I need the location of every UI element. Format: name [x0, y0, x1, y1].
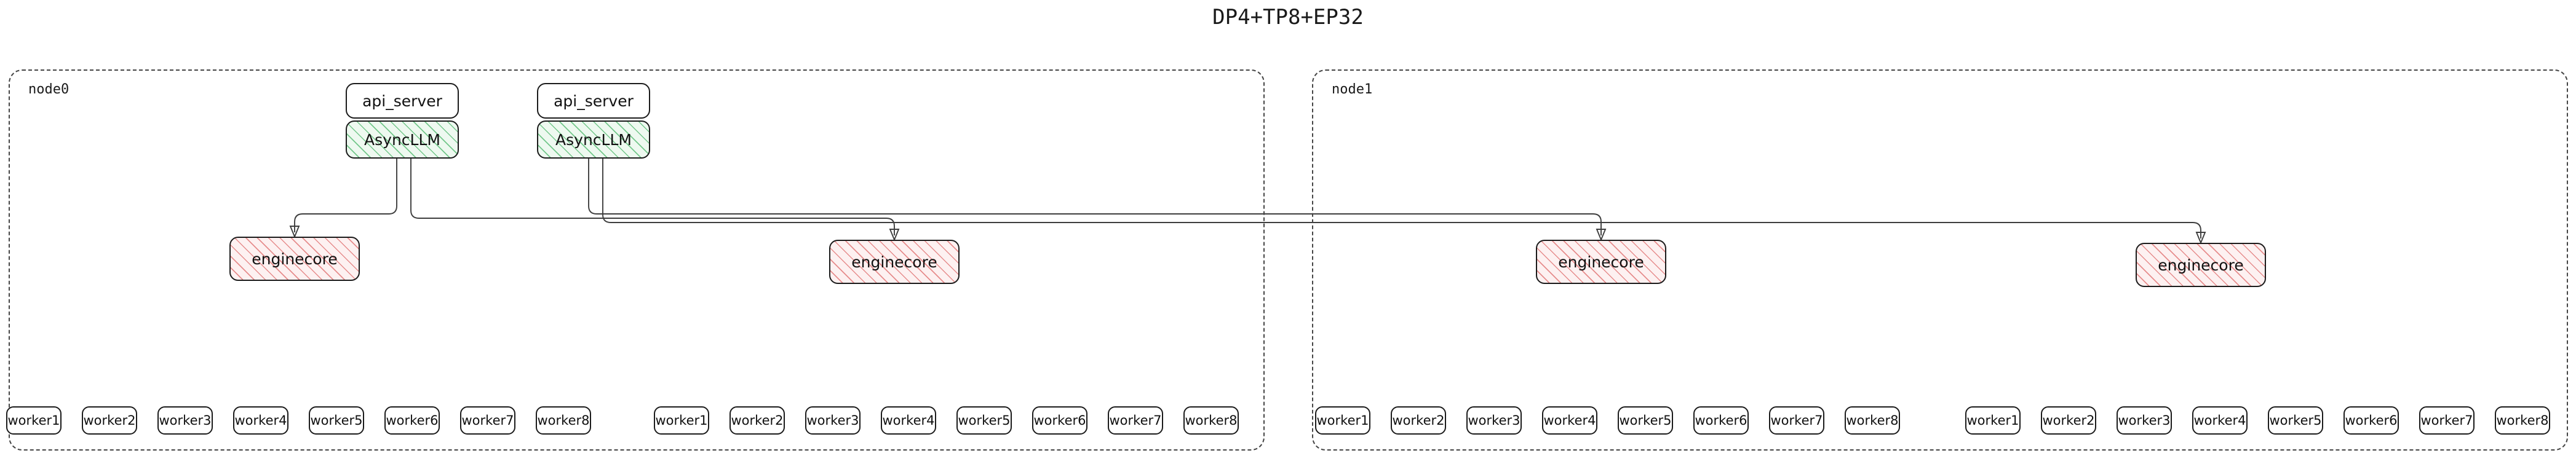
cluster-label-node0: node0: [28, 82, 70, 97]
worker-box-node1-g1-2[interactable]: worker2: [2041, 406, 2096, 435]
worker-label: worker2: [1392, 413, 1445, 428]
enginecore-box-node1-0[interactable]: enginecore: [1536, 240, 1666, 284]
worker-label: worker8: [537, 413, 590, 428]
worker-box-node1-g0-8[interactable]: worker8: [1845, 406, 1900, 435]
worker-box-node0-g1-4[interactable]: worker4: [881, 406, 936, 435]
worker-label: worker7: [461, 413, 514, 428]
worker-box-node0-g1-7[interactable]: worker7: [1108, 406, 1163, 435]
worker-box-node1-g1-8[interactable]: worker8: [2495, 406, 2550, 435]
cluster-label-node1: node1: [1332, 82, 1373, 97]
enginecore-label-node1-1: enginecore: [2158, 256, 2244, 274]
cluster-node1: node1: [1312, 69, 2568, 451]
worker-label: worker1: [7, 413, 60, 428]
worker-label: worker6: [1033, 413, 1086, 428]
worker-label: worker4: [234, 413, 287, 428]
worker-box-node0-g0-7[interactable]: worker7: [460, 406, 515, 435]
worker-label: worker1: [1966, 413, 2019, 428]
api-server-box-0[interactable]: api_server: [346, 83, 459, 119]
worker-box-node0-g0-1[interactable]: worker1: [6, 406, 62, 435]
worker-label: worker4: [1543, 413, 1596, 428]
worker-box-node1-g1-4[interactable]: worker4: [2192, 406, 2248, 435]
worker-box-node0-g0-8[interactable]: worker8: [536, 406, 591, 435]
worker-label: worker6: [2345, 413, 2398, 428]
api-server-label-0: api_server: [362, 92, 442, 110]
api-server-label-1: api_server: [554, 92, 634, 110]
asyncllm-box-0[interactable]: AsyncLLM: [346, 120, 459, 159]
enginecore-label-node0-1: enginecore: [851, 253, 937, 271]
worker-box-node0-g1-5[interactable]: worker5: [956, 406, 1012, 435]
worker-label: worker7: [1770, 413, 1823, 428]
worker-label: worker3: [2118, 413, 2171, 428]
worker-label: worker6: [386, 413, 439, 428]
enginecore-label-node0-0: enginecore: [252, 250, 338, 268]
worker-box-node1-g1-6[interactable]: worker6: [2343, 406, 2399, 435]
worker-box-node0-g0-6[interactable]: worker6: [384, 406, 440, 435]
worker-box-node1-g0-1[interactable]: worker1: [1315, 406, 1370, 435]
worker-label: worker2: [731, 413, 784, 428]
worker-box-node0-g0-2[interactable]: worker2: [82, 406, 137, 435]
page-title: DP4+TP8+EP32: [1212, 5, 1364, 30]
worker-box-node1-g1-5[interactable]: worker5: [2268, 406, 2323, 435]
enginecore-label-node1-0: enginecore: [1558, 253, 1644, 271]
worker-label: worker1: [655, 413, 708, 428]
worker-box-node0-g0-5[interactable]: worker5: [309, 406, 364, 435]
worker-box-node1-g0-7[interactable]: worker7: [1769, 406, 1824, 435]
worker-label: worker6: [1695, 413, 1747, 428]
worker-box-node1-g1-7[interactable]: worker7: [2419, 406, 2475, 435]
worker-label: worker5: [1619, 413, 1672, 428]
worker-label: worker3: [1468, 413, 1521, 428]
worker-box-node1-g0-3[interactable]: worker3: [1466, 406, 1522, 435]
worker-box-node0-g1-2[interactable]: worker2: [729, 406, 785, 435]
worker-box-node1-g0-5[interactable]: worker5: [1618, 406, 1673, 435]
worker-label: worker8: [2496, 413, 2549, 428]
worker-label: worker5: [2269, 413, 2322, 428]
worker-label: worker8: [1846, 413, 1899, 428]
asyncllm-label-0: AsyncLLM: [364, 130, 440, 149]
asyncllm-box-1[interactable]: AsyncLLM: [537, 120, 650, 159]
worker-label: worker5: [958, 413, 1011, 428]
enginecore-box-node0-1[interactable]: enginecore: [829, 240, 960, 284]
worker-box-node1-g0-4[interactable]: worker4: [1542, 406, 1597, 435]
worker-box-node0-g1-6[interactable]: worker6: [1032, 406, 1087, 435]
worker-label: worker3: [806, 413, 859, 428]
worker-label: worker3: [159, 413, 212, 428]
worker-box-node0-g1-1[interactable]: worker1: [654, 406, 709, 435]
worker-box-node1-g0-6[interactable]: worker6: [1693, 406, 1749, 435]
worker-label: worker5: [310, 413, 363, 428]
worker-label: worker7: [1109, 413, 1162, 428]
enginecore-box-node1-1[interactable]: enginecore: [2136, 243, 2266, 287]
worker-box-node0-g1-3[interactable]: worker3: [805, 406, 861, 435]
worker-label: worker2: [2042, 413, 2095, 428]
api-server-box-1[interactable]: api_server: [537, 83, 650, 119]
worker-label: worker8: [1185, 413, 1238, 428]
asyncllm-label-1: AsyncLLM: [555, 130, 632, 149]
worker-label: worker2: [83, 413, 136, 428]
worker-label: worker4: [882, 413, 935, 428]
worker-label: worker1: [1316, 413, 1369, 428]
worker-box-node1-g1-3[interactable]: worker3: [2117, 406, 2172, 435]
worker-box-node1-g1-1[interactable]: worker1: [1965, 406, 2021, 435]
worker-box-node0-g0-4[interactable]: worker4: [233, 406, 288, 435]
enginecore-box-node0-0[interactable]: enginecore: [229, 237, 360, 281]
worker-box-node0-g1-8[interactable]: worker8: [1183, 406, 1239, 435]
worker-box-node0-g0-3[interactable]: worker3: [157, 406, 213, 435]
worker-box-node1-g0-2[interactable]: worker2: [1391, 406, 1446, 435]
worker-label: worker7: [2420, 413, 2473, 428]
worker-label: worker4: [2193, 413, 2246, 428]
cluster-node0: node0: [9, 69, 1265, 451]
